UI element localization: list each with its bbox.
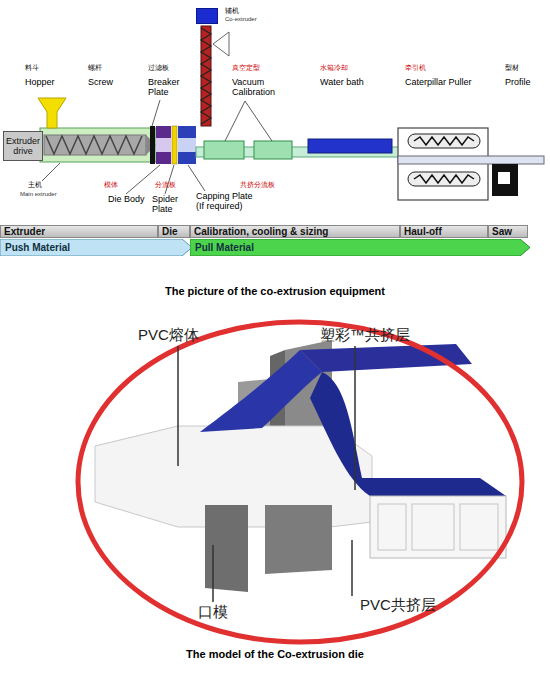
co-extrusion-sheet [300, 344, 472, 372]
leader-line [351, 540, 353, 596]
die-part-label: 塑彩™共挤层 [320, 326, 410, 343]
co-extruder-barrel [201, 26, 211, 126]
pvc-melt [200, 350, 322, 432]
vacuum-calibrator [204, 141, 244, 159]
profile-output [398, 156, 544, 164]
node-label: Saw [489, 226, 527, 237]
leader-line [152, 100, 160, 126]
stage-band: Haul-off [400, 225, 488, 238]
pull-arrow: Pull Material [190, 239, 530, 256]
stage-band: Saw [488, 225, 528, 238]
leader-line [245, 101, 272, 141]
node-label: Die [159, 226, 189, 237]
part-name: Die Body [108, 194, 145, 204]
node-label: Push Material [0, 239, 192, 256]
node-label: Extruder [1, 226, 157, 237]
stage-band: Calibration, cooling & sizing [190, 225, 400, 238]
chinese-label: 过滤板 [148, 64, 169, 72]
highlight-ellipse [78, 322, 522, 642]
leader-line [165, 165, 174, 194]
water-bath [308, 139, 392, 153]
part-name: Main extruder [20, 191, 57, 198]
part-name: Screw [88, 77, 113, 87]
figure-caption: The model of the Co-extrusion die [0, 648, 550, 661]
co-extrusion-layer [310, 372, 506, 496]
part-name: Caterpillar Puller [405, 77, 472, 87]
arrow-fill [0, 239, 192, 256]
track-chain [414, 137, 474, 145]
part-name: Hopper [25, 77, 55, 87]
chinese-label: 螺杆 [88, 64, 102, 72]
saw-unit [492, 164, 518, 196]
leader-line [225, 101, 245, 141]
chinese-label: 主机 [28, 181, 42, 189]
figure-caption: The picture of the co-extrusion equipmen… [0, 285, 550, 298]
part-name: Breaker Plate [148, 77, 190, 98]
die-block [265, 505, 332, 574]
leader-line [188, 165, 205, 191]
stage-band: Extruder [0, 225, 158, 238]
track-chain [414, 175, 474, 183]
chinese-label: 分流板 [155, 181, 176, 189]
node-label: Extruder drive [4, 136, 42, 156]
chinese-label: 料斗 [25, 64, 39, 72]
spider-plate [172, 126, 177, 164]
leader-line [354, 346, 356, 490]
part-name: 共挤分流板 [240, 181, 275, 189]
profile-chamber [378, 504, 406, 550]
chinese-label: 水箱冷却 [320, 64, 348, 72]
co-extruder-screw [201, 28, 211, 124]
die-body [156, 126, 171, 138]
part-name: Water bath [320, 77, 364, 87]
node-label: Pull Material [190, 239, 530, 256]
node-label: Haul-off [401, 226, 487, 237]
vacuum-calibrator [254, 141, 292, 159]
puller-track [408, 134, 480, 148]
push-arrow: Push Material [0, 239, 192, 256]
die-part-label: PVC共挤层 [360, 596, 436, 613]
die-block [205, 505, 248, 592]
node-label: 辅机 [225, 6, 239, 16]
leader-line [212, 545, 214, 602]
stage-band: Die [158, 225, 190, 238]
arrow-fill [190, 239, 530, 256]
drive-box: Extruder drive [3, 131, 43, 161]
part-name: Spider Plate [152, 194, 190, 215]
node-label: Calibration, cooling & sizing [191, 226, 399, 237]
profile-chamber [412, 504, 454, 550]
screw-flight [46, 136, 142, 154]
part-name: Profile [505, 77, 531, 87]
chinese-label: 牵引机 [405, 64, 426, 72]
part-name: Vacuum Calibration [232, 77, 284, 98]
chinese-label: Capping Plate (If required) [196, 191, 260, 212]
leader-line [177, 346, 179, 466]
co-extruder-box: 辅机Co-extruder [196, 8, 218, 24]
chinese-label: 真空定型 [232, 64, 260, 72]
screw-core [44, 135, 146, 155]
leader-line [126, 165, 160, 194]
capping-plate [178, 152, 196, 164]
co-extruder-cone [213, 32, 229, 56]
puller-track [408, 172, 480, 186]
chinese-label: 模体 [104, 181, 118, 189]
hopper-funnel [38, 98, 66, 128]
die-part-label: 口模 [198, 603, 228, 620]
capping-plate [178, 126, 196, 138]
die-body [156, 152, 171, 164]
node-sublabel: Co-extruder [225, 16, 257, 22]
saw-window [498, 172, 510, 184]
chinese-label: 型材 [505, 64, 519, 72]
die-channel [178, 138, 196, 152]
leader-line [42, 163, 60, 181]
profile-chamber [460, 504, 498, 550]
profile-section [370, 496, 506, 558]
die-channel [156, 138, 171, 152]
extruder-barrel [40, 128, 156, 162]
breaker-plate [150, 126, 155, 164]
die-part-label: PVC熔体 [138, 326, 199, 343]
